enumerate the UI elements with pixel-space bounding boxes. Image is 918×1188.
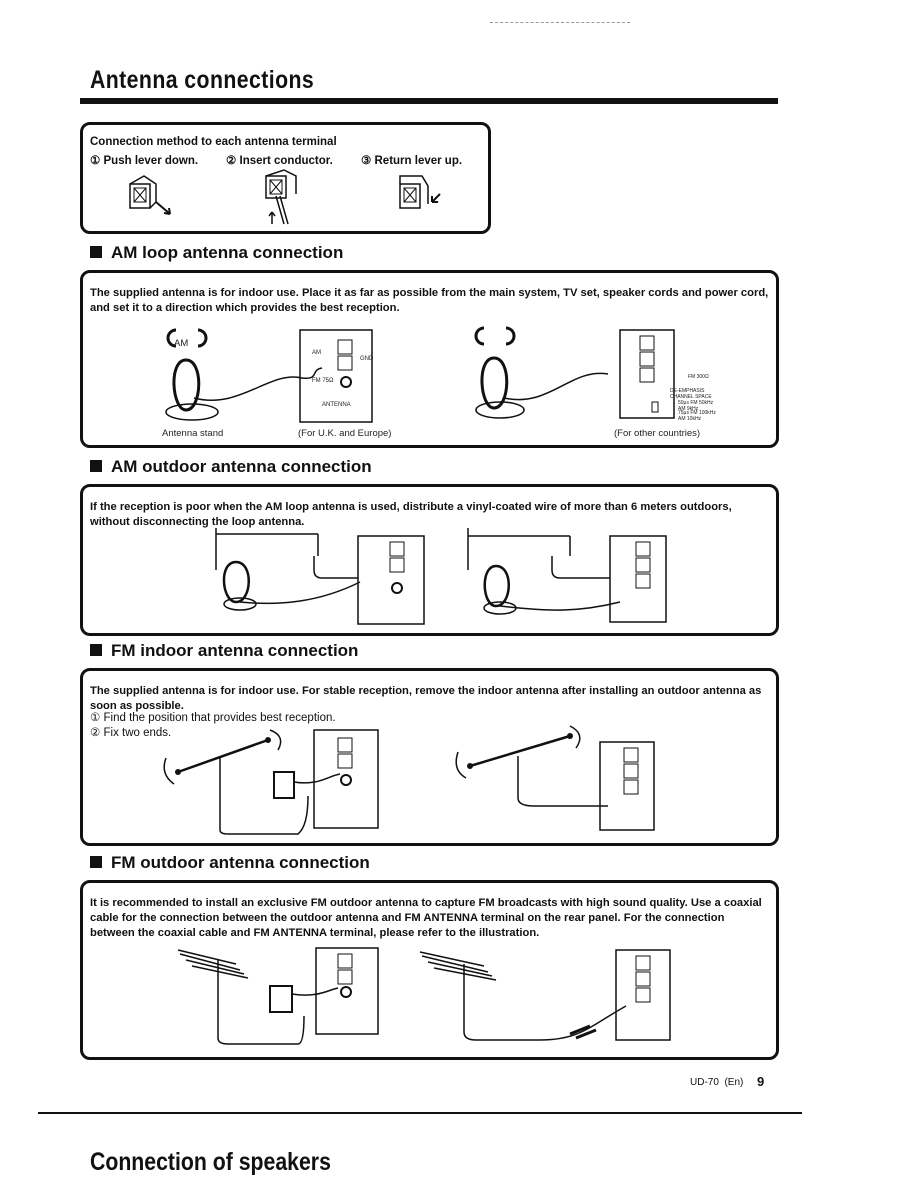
- am-outdoor-other-diagram: [467, 528, 667, 623]
- am-outdoor-heading-text: AM outdoor antenna connection: [111, 457, 372, 476]
- footer-model: UD-70 (En): [690, 1077, 743, 1088]
- connection-step-2: ② Insert conductor.: [226, 155, 333, 167]
- title-rule: [80, 98, 778, 104]
- caption-antenna-stand: Antenna stand: [162, 428, 224, 439]
- am-loop-other-diagram: [474, 326, 675, 419]
- fm-indoor-heading-text: FM indoor antenna connection: [111, 641, 359, 660]
- terminal-lever-up-drawing: [399, 175, 441, 209]
- fm-outdoor-heading: FM outdoor antenna connection: [90, 853, 370, 873]
- footer-language: (En): [724, 1077, 744, 1088]
- am-outdoor-heading: AM outdoor antenna connection: [90, 457, 372, 477]
- am-other-label-50: 50μs FM 50kHz AM 9kHz: [678, 400, 714, 412]
- am-loop-heading: AM loop antenna connection: [90, 243, 343, 263]
- page-title: Antenna connections: [90, 66, 315, 94]
- fm-indoor-step-1: ① Find the position that provides best r…: [90, 712, 336, 724]
- top-dashed-line: [490, 22, 630, 23]
- am-uk-label-antenna: ANTENNA: [322, 402, 351, 408]
- am-outdoor-text: If the reception is poor when the AM loo…: [90, 501, 732, 528]
- fm-outdoor-uk-diagram: [177, 947, 379, 1045]
- fm-outdoor-text: It is recommended to install an exclusiv…: [90, 897, 762, 939]
- terminal-insert-drawing: [265, 169, 297, 225]
- bullet-square: [90, 460, 102, 472]
- am-outdoor-box: [80, 484, 779, 636]
- connection-step-1: ① Push lever down.: [90, 155, 199, 167]
- connection-method-title: Connection method to each antenna termin…: [90, 136, 337, 148]
- fm-indoor-other-diagram: [455, 725, 655, 831]
- am-other-label-de-emphasis: DE-EMPHASIS CHANNEL SPACE: [670, 388, 712, 400]
- page-number: 9: [757, 1074, 765, 1089]
- fm-indoor-box: [80, 668, 779, 846]
- fm-indoor-uk-diagram: [163, 729, 379, 835]
- fm-outdoor-heading-text: FM outdoor antenna connection: [111, 853, 370, 872]
- terminal-lever-down-drawing: [129, 175, 171, 215]
- am-uk-label-am: AM: [174, 338, 189, 349]
- fm-outdoor-box: [80, 880, 779, 1060]
- am-loop-heading-text: AM loop antenna connection: [111, 243, 344, 262]
- am-loop-text: The supplied antenna is for indoor use. …: [90, 287, 769, 314]
- footer-model-code: UD-70: [690, 1077, 719, 1088]
- am-loop-uk-diagram: [165, 328, 373, 423]
- am-uk-label-gnd: GND: [360, 356, 374, 362]
- am-uk-label-fm75: FM 75Ω: [312, 378, 334, 384]
- fm-outdoor-other-diagram: [419, 949, 671, 1041]
- am-outdoor-uk-diagram: [215, 528, 425, 625]
- am-uk-label-am-small: AM: [312, 350, 321, 356]
- bullet-square: [90, 856, 102, 868]
- connection-step-3: ③ Return lever up.: [361, 155, 463, 167]
- fm-indoor-step-2: ② Fix two ends.: [90, 727, 172, 739]
- next-page-title: Connection of speakers: [90, 1148, 331, 1176]
- am-other-label-fm300: FM 300Ω: [688, 374, 709, 380]
- fm-indoor-heading: FM indoor antenna connection: [90, 641, 358, 661]
- am-other-label-75: 75μs FM 100kHz AM 10kHz: [678, 410, 716, 422]
- bullet-square: [90, 644, 102, 656]
- caption-other-countries: (For other countries): [614, 428, 701, 439]
- bottom-rule: [38, 1112, 802, 1114]
- caption-uk-europe: (For U.K. and Europe): [298, 428, 392, 439]
- fm-indoor-text: The supplied antenna is for indoor use. …: [90, 685, 762, 712]
- bullet-square: [90, 246, 102, 258]
